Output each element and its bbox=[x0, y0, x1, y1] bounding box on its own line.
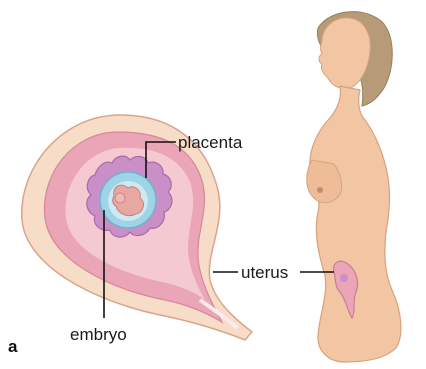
uterus-inset-placenta bbox=[340, 274, 348, 282]
torso bbox=[310, 86, 401, 362]
panel-label: a bbox=[8, 337, 18, 356]
placenta-label: placenta bbox=[178, 133, 243, 152]
embryo-label: embryo bbox=[70, 325, 127, 344]
nipple bbox=[317, 187, 323, 193]
embryo-head bbox=[115, 193, 125, 203]
uterus-label: uterus bbox=[241, 263, 288, 282]
female-figure bbox=[307, 12, 401, 362]
